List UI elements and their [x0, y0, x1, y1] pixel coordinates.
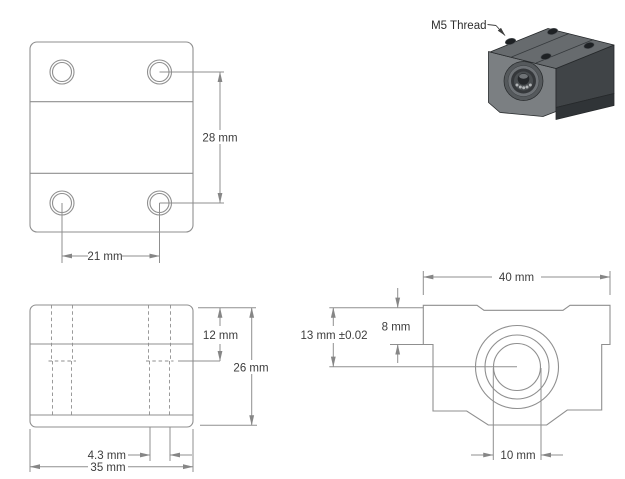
iso-bearing-balls [515, 83, 532, 90]
iso-top-groove-line-1 [511, 33, 570, 58]
iso-right-face-base [555, 93, 615, 120]
dimension-40mm [422, 271, 611, 295]
iso-top-holes [505, 28, 595, 60]
dim-26mm-label: 26 mm [233, 363, 268, 375]
dim-28mm-label: 28 mm [202, 133, 237, 145]
dimension-12mm [178, 307, 256, 362]
dimension-26mm [200, 307, 257, 426]
dimension-28mm [159, 71, 224, 204]
iso-hole-back [547, 28, 558, 35]
hidden-hole-right [146, 305, 174, 415]
iso-top-face [489, 28, 615, 69]
dimension-4-3mm [128, 427, 192, 461]
side-view-body [29, 304, 194, 428]
dim-10mm-label: 10 mm [500, 450, 535, 462]
iso-hole-front-right [540, 53, 552, 60]
iso-bearing-reflection [519, 73, 528, 79]
dim-8mm-label: 8 mm [382, 322, 411, 334]
dimension-10mm [471, 368, 563, 460]
dim-35mm-label: 35 mm [90, 462, 125, 474]
dimension-21mm [61, 203, 160, 263]
iso-hole-right [583, 42, 595, 49]
dim-21mm-label: 21 mm [87, 251, 122, 263]
dimension-8mm [390, 288, 424, 363]
top-view-body [29, 41, 194, 233]
iso-photo [487, 24, 615, 120]
mounting-hole-top-left [49, 59, 75, 85]
iso-hole-front-left [505, 38, 516, 45]
side-view [29, 304, 194, 428]
hidden-hole-left [48, 305, 76, 415]
dim-4-3mm-label: 4.3 mm [88, 450, 126, 462]
front-view [422, 304, 611, 426]
dimension-35mm [29, 429, 194, 472]
front-view-body [422, 304, 611, 426]
dimension-13mm [329, 307, 517, 368]
iso-bore [503, 61, 544, 101]
dim-13mm-label: 13 mm ±0.02 [300, 330, 367, 342]
dim-40mm-label: 40 mm [499, 272, 534, 284]
dim-12mm-label: 12 mm [203, 330, 238, 342]
callout-m5-thread-label: M5 Thread [431, 20, 486, 32]
callout-leader [487, 24, 506, 36]
